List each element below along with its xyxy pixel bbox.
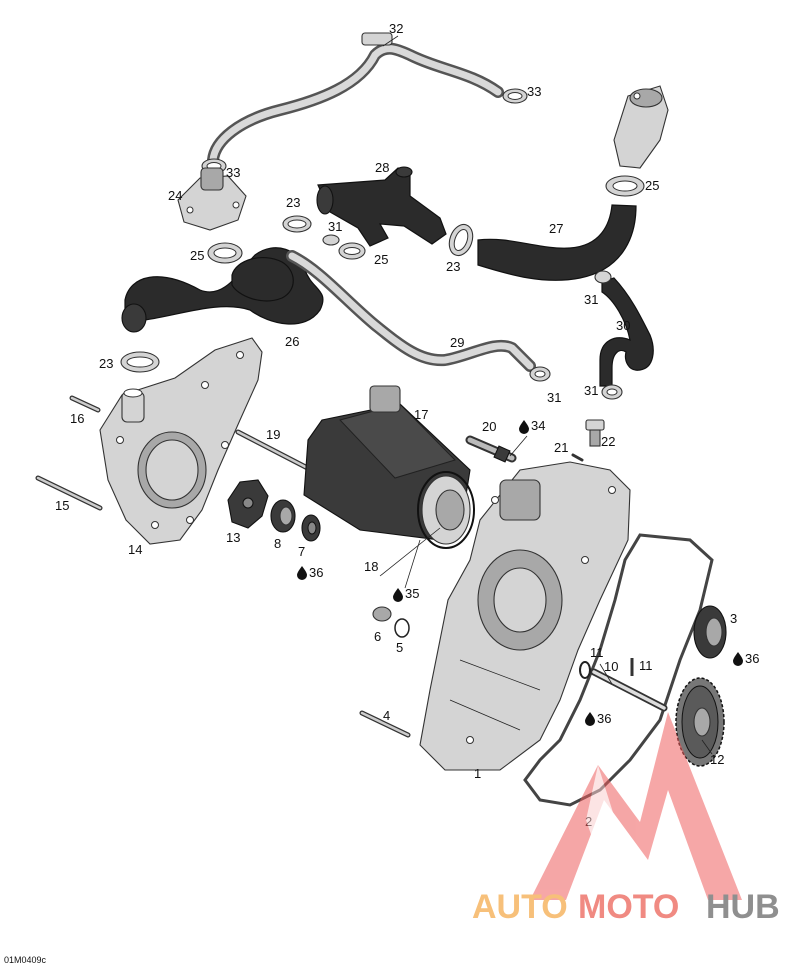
clamp-33-top xyxy=(502,88,528,104)
clamp-25-left xyxy=(207,242,243,264)
callout-8: 8 xyxy=(274,536,281,551)
water-pump-housing-14 xyxy=(99,337,263,545)
callout-25-mid: 25 xyxy=(374,252,388,267)
callout-28: 28 xyxy=(375,160,389,175)
clamp-25-mid xyxy=(338,242,366,260)
plug-6 xyxy=(372,606,392,622)
hose-26 xyxy=(121,247,324,333)
seal-3 xyxy=(693,605,727,659)
callout-15: 15 xyxy=(55,498,69,513)
callout-30: 30 xyxy=(616,318,630,333)
callout-34: 34 xyxy=(531,418,545,433)
hose-27 xyxy=(477,204,637,281)
callout-14: 14 xyxy=(128,542,142,557)
callout-11-left: 11 xyxy=(590,645,604,660)
y-hose-28 xyxy=(316,166,447,247)
clamp-23-right xyxy=(448,223,474,257)
gear-12 xyxy=(675,677,725,767)
clamp-31-mid xyxy=(322,234,340,246)
callout-33-top: 33 xyxy=(527,84,541,99)
callout-3: 3 xyxy=(730,611,737,626)
clamp-31-pipe xyxy=(529,366,551,382)
thermostat-housing-24 xyxy=(177,167,247,231)
clamp-23-mid xyxy=(282,215,312,233)
watermark-logo xyxy=(530,712,742,900)
callout-23-top: 23 xyxy=(286,195,300,210)
thermostat-housing-right xyxy=(613,85,669,169)
watermark-moto: MOTO xyxy=(578,888,679,926)
lubricant-drop-icon xyxy=(585,712,595,726)
callout-31-mid: 31 xyxy=(328,219,342,234)
callout-31-pipe: 31 xyxy=(547,390,561,405)
callout-35: 35 xyxy=(405,586,419,601)
callout-23-right: 23 xyxy=(446,259,460,274)
callout-12: 12 xyxy=(710,752,724,767)
callout-24: 24 xyxy=(168,188,182,203)
callout-18: 18 xyxy=(364,559,378,574)
lubricant-drop-icon xyxy=(297,566,307,580)
magneto-cover-17 xyxy=(303,385,471,545)
callout-23-left: 23 xyxy=(99,356,113,371)
callout-25-left: 25 xyxy=(190,248,204,263)
callout-17: 17 xyxy=(414,407,428,422)
callout-31-bottom-right: 31 xyxy=(584,383,598,398)
leader-lines xyxy=(379,35,713,755)
gasket-2 xyxy=(523,533,714,807)
seal-8 xyxy=(270,499,296,533)
callout-16: 16 xyxy=(70,411,84,426)
coolant-pipe-32 xyxy=(207,32,504,166)
callout-1: 1 xyxy=(474,766,481,781)
watermark-auto: AUTO xyxy=(472,888,568,926)
callout-33-left: 33 xyxy=(226,165,240,180)
callout-29: 29 xyxy=(450,335,464,350)
watermark-hub: HUB xyxy=(706,888,780,926)
callout-36-left: 36 xyxy=(309,565,323,580)
bolt-4 xyxy=(359,710,411,738)
lubricant-drop-icon xyxy=(393,588,403,602)
impeller-13 xyxy=(227,479,269,529)
callout-5: 5 xyxy=(396,640,403,655)
callout-32: 32 xyxy=(389,21,403,36)
plug-22 xyxy=(585,419,605,447)
clamp-25-right xyxy=(605,175,645,197)
sensor-20 xyxy=(465,435,517,463)
crankcase-1 xyxy=(419,461,631,771)
bolt-16 xyxy=(69,395,101,413)
callout-36-bottom: 36 xyxy=(597,711,611,726)
washer-11-left xyxy=(579,661,591,679)
screw-21 xyxy=(571,453,584,462)
callout-31-top-right: 31 xyxy=(584,292,598,307)
pipe-29 xyxy=(286,250,536,372)
callout-7: 7 xyxy=(298,544,305,559)
lubricant-drop-icon xyxy=(733,652,743,666)
callout-13: 13 xyxy=(226,530,240,545)
clamp-23-left xyxy=(120,351,160,373)
callout-19: 19 xyxy=(266,427,280,442)
drawing-code: 01M0409c xyxy=(4,955,47,965)
bolt-15 xyxy=(35,475,103,511)
clamp-31-bottom-right xyxy=(601,384,623,400)
callout-6: 6 xyxy=(374,629,381,644)
callout-4: 4 xyxy=(383,708,390,723)
callout-26: 26 xyxy=(285,334,299,349)
lubricant-drop-icon xyxy=(519,420,529,434)
callout-22: 22 xyxy=(601,434,615,449)
o-ring-5 xyxy=(394,618,410,638)
callout-36-right: 36 xyxy=(745,651,759,666)
hose-30 xyxy=(599,277,654,387)
callout-25-right: 25 xyxy=(645,178,659,193)
o-ring-18 xyxy=(417,471,475,549)
shaft-10 xyxy=(590,668,668,712)
clamp-31-top-right xyxy=(594,270,612,284)
callout-21: 21 xyxy=(554,440,568,455)
callout-27: 27 xyxy=(549,221,563,236)
callout-20: 20 xyxy=(482,419,496,434)
callout-10: 10 xyxy=(604,659,618,674)
seal-7 xyxy=(301,514,321,542)
callout-11-right: 11 xyxy=(639,658,653,673)
